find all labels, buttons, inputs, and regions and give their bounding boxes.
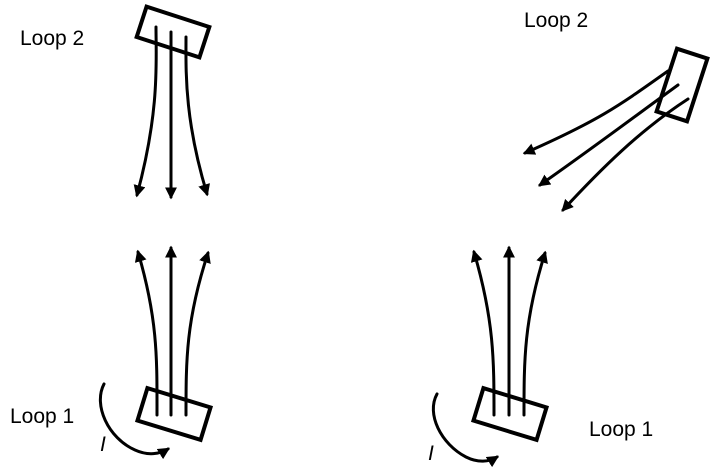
- right-lower-field-line-right: [522, 250, 548, 417]
- left-upper-field-line-right: [184, 35, 210, 197]
- right-diagram: Loop 2 Loop 1 I: [428, 9, 710, 468]
- right-loop-2: [654, 46, 710, 124]
- right-lower-field-line-left: [470, 249, 496, 417]
- right-loop-1-label: Loop 1: [589, 418, 653, 441]
- left-lower-field-line-left: [134, 249, 159, 417]
- left-current-arrow: [98, 382, 171, 460]
- left-loop-2: [134, 4, 212, 60]
- right-current-arrow: [431, 392, 500, 468]
- right-loop-2-label: Loop 2: [524, 9, 588, 32]
- left-lower-field-line-right: [184, 250, 211, 417]
- right-upper-field-line-center: [538, 83, 680, 187]
- right-loop-1: [470, 385, 550, 443]
- left-diagram: Loop 2 Loop 1 I: [10, 4, 214, 460]
- left-upper-field-line-left: [133, 25, 158, 198]
- left-loop-2-label: Loop 2: [20, 27, 84, 50]
- right-current-label: I: [428, 442, 434, 465]
- left-loop-1: [134, 385, 214, 443]
- left-current-label: I: [100, 433, 106, 456]
- right-upper-field-line-top: [522, 69, 670, 155]
- right-upper-field-line-bottom: [561, 97, 690, 212]
- left-loop-1-label: Loop 1: [10, 405, 74, 428]
